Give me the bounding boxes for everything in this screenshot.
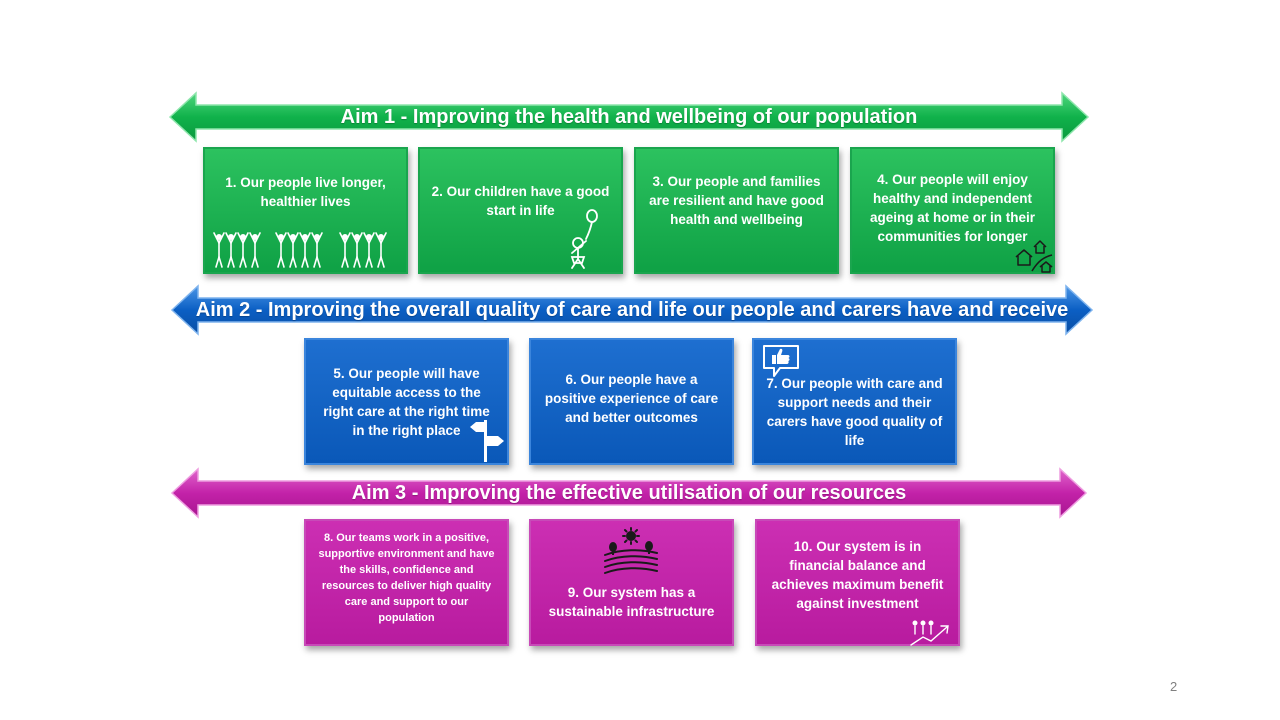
outcome-1-box: 1. Our people live longer, healthier liv… bbox=[203, 147, 408, 274]
outcome-7-text: 7. Our people with care and support need… bbox=[766, 375, 943, 448]
outcome-9-box: 9. Our system has a sustainable infrastr… bbox=[529, 519, 734, 646]
outcome-10-box: 10. Our system is in financial balance a… bbox=[755, 519, 960, 646]
outcome-6-text: 6. Our people have a positive experience… bbox=[544, 372, 719, 425]
outcome-5-text: 5. Our people will have equitable access… bbox=[323, 365, 490, 438]
aim-2-label: Aim 2 - Improving the overall quality of… bbox=[195, 298, 1069, 321]
outcome-2-text: 2. Our children have a good start in lif… bbox=[431, 183, 610, 218]
outcome-4-text: 4. Our people will enjoy healthy and ind… bbox=[869, 171, 1036, 244]
outcome-5-box: 5. Our people will have equitable access… bbox=[304, 338, 509, 465]
outcome-6-box: 6. Our people have a positive experience… bbox=[529, 338, 734, 465]
thumbs-up-bubble-icon bbox=[763, 345, 799, 377]
outcome-7-box: 7. Our people with care and support need… bbox=[752, 338, 957, 465]
outcome-1-text: 1. Our people live longer, healthier liv… bbox=[225, 174, 386, 209]
outcome-3-text: 3. Our people and families are resilient… bbox=[649, 174, 824, 227]
signpost-icon bbox=[470, 420, 504, 462]
aim-3-arrow: Aim 3 - Improving the effective utilisat… bbox=[170, 467, 1088, 519]
outcome-9-text: 9. Our system has a sustainable infrastr… bbox=[548, 584, 715, 619]
landscape-sun-icon bbox=[604, 527, 658, 574]
child-with-balloon-icon bbox=[570, 209, 598, 269]
outcome-4-box: 4. Our people will enjoy healthy and ind… bbox=[850, 147, 1055, 274]
outcome-2-box: 2. Our children have a good start in lif… bbox=[418, 147, 623, 274]
aim-1-arrow: Aim 1 - Improving the health and wellbei… bbox=[168, 91, 1090, 143]
aim-1-label: Aim 1 - Improving the health and wellbei… bbox=[340, 105, 918, 128]
people-growth-icon bbox=[910, 620, 949, 646]
aim-3-label: Aim 3 - Improving the effective utilisat… bbox=[351, 481, 907, 504]
houses-road-icon bbox=[1015, 240, 1053, 273]
outcome-10-text: 10. Our system is in financial balance a… bbox=[771, 538, 944, 611]
outcome-3-box: 3. Our people and families are resilient… bbox=[634, 147, 839, 274]
people-group-icon bbox=[213, 232, 387, 268]
outcome-8-box: 8. Our teams work in a positive, support… bbox=[304, 519, 509, 646]
aim-2-arrow: Aim 2 - Improving the overall quality of… bbox=[170, 284, 1094, 336]
outcome-8-text: 8. Our teams work in a positive, support… bbox=[318, 531, 495, 624]
page-number: 2 bbox=[1170, 679, 1178, 694]
